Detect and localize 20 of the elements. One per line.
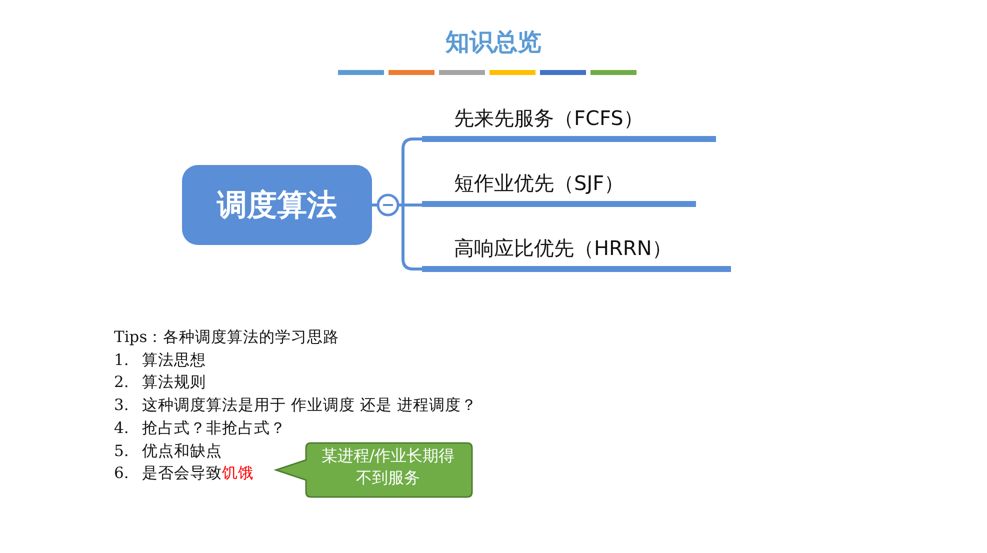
- list-number: 3.: [114, 395, 130, 416]
- callout-bubble: 某进程/作业长期得不到服务: [274, 442, 474, 498]
- title: 知识总览: [446, 26, 542, 58]
- list-number: 6.: [114, 463, 130, 484]
- list-item: 优点和缺点: [142, 440, 222, 462]
- root-topic-box: 调度算法: [182, 165, 372, 245]
- tips-heading: Tips：各种调度算法的学习思路: [114, 327, 340, 348]
- list-item: 算法规则: [142, 372, 206, 394]
- branch-topic: 先来先服务（FCFS）: [422, 100, 716, 142]
- list-item: 算法思想: [142, 350, 206, 371]
- branch-topic: 高响应比优先（HRRN）: [422, 230, 731, 272]
- highlighted-word: 饥饿: [222, 463, 254, 484]
- list-item: 这种调度算法是用于 作业调度 还是 进程调度？: [142, 395, 477, 416]
- branch-topic: 短作业优先（SJF）: [422, 165, 696, 207]
- list-number: 2.: [114, 372, 130, 394]
- list-number: 5.: [114, 440, 130, 462]
- list-number: 1.: [114, 350, 130, 371]
- list-item: 抢占式？非抢占式？: [142, 418, 286, 439]
- list-number: 4.: [114, 418, 130, 439]
- list-item: 是否会导致: [142, 463, 222, 484]
